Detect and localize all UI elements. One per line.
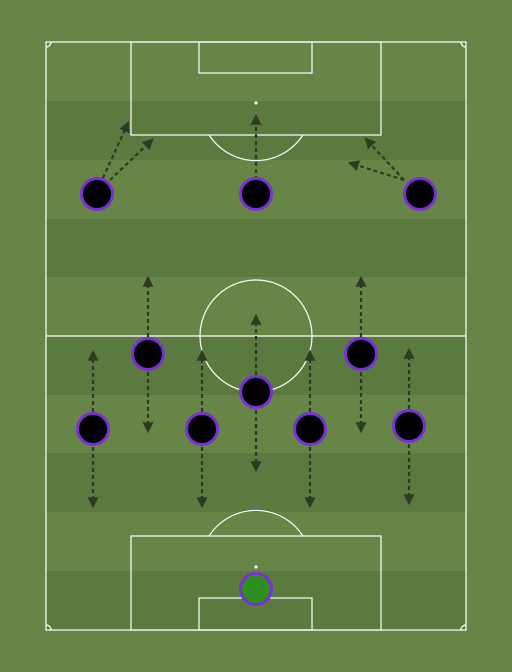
pitch-stripes xyxy=(46,42,466,630)
pitch-stripe xyxy=(46,277,466,336)
players xyxy=(76,177,437,606)
player-marker xyxy=(392,409,426,443)
player-marker xyxy=(80,177,114,211)
bottom-penalty-spot xyxy=(254,565,258,569)
player-marker xyxy=(239,177,273,211)
movement-arrow xyxy=(347,160,405,182)
player-marker xyxy=(239,375,273,409)
player-marker xyxy=(131,337,165,371)
corner-arc-bottom-right xyxy=(460,624,467,631)
movement-arrow xyxy=(101,120,130,179)
player-marker xyxy=(403,177,437,211)
player-marker xyxy=(185,412,219,446)
pitch-stripe xyxy=(46,512,466,571)
player-marker xyxy=(76,412,110,446)
goalkeeper-marker xyxy=(239,572,273,606)
top-penalty-arc xyxy=(208,134,304,162)
corner-arc-bottom-left xyxy=(45,624,52,631)
player-marker xyxy=(344,337,378,371)
corner-arc-top-right xyxy=(460,41,467,48)
pitch-stripe xyxy=(46,42,466,101)
corner-arc-top-left xyxy=(45,41,52,48)
top-goal-area xyxy=(198,41,313,74)
movement-arrow xyxy=(109,138,154,181)
bottom-penalty-arc xyxy=(208,509,304,537)
movement-arrow xyxy=(364,137,405,181)
pitch-stripe xyxy=(46,219,466,277)
movement-arrows xyxy=(87,113,415,509)
top-penalty-spot xyxy=(254,101,258,105)
player-marker xyxy=(293,412,327,446)
